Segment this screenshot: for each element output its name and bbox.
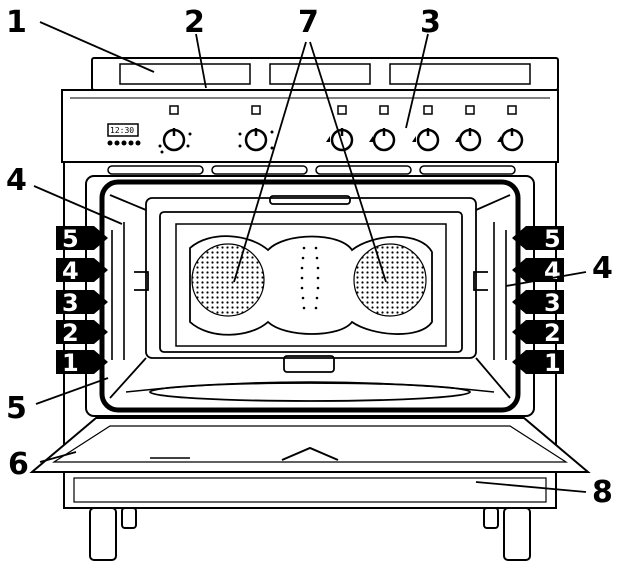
callout-6: 6 (8, 447, 29, 482)
fan-grille-icon (353, 243, 427, 317)
knob-icon[interactable] (458, 128, 482, 152)
oven-door (29, 417, 591, 473)
callout-1: 1 (6, 5, 27, 40)
knob-symbol-icons (169, 105, 517, 115)
rack-labels-left: 5 4 321 (56, 225, 108, 377)
knob-marks (158, 130, 501, 154)
cooktop (91, 57, 559, 91)
rack-level-number: 4 (62, 257, 79, 285)
knob-icon[interactable] (500, 128, 524, 152)
rack-level-tag-icon: 1 (512, 349, 564, 377)
rack-level-number: 3 (544, 289, 561, 317)
clock-buttons[interactable] (107, 140, 141, 146)
rack-level-number: 3 (62, 289, 79, 317)
knob-icon[interactable] (162, 128, 186, 152)
oven-feet (89, 507, 531, 561)
knob-icon[interactable] (416, 128, 440, 152)
storage-drawer (63, 471, 557, 509)
callout-2: 2 (184, 5, 205, 40)
callout-4-right: 4 (592, 251, 613, 286)
rack-level-number: 1 (62, 349, 79, 377)
rack-level-tag-icon: 2 (56, 319, 108, 347)
control-panel: 12:30 (61, 89, 559, 163)
knob-icon[interactable] (372, 128, 396, 152)
rack-level-tag-icon: 1 (56, 349, 108, 377)
rack-level-number: 5 (62, 225, 79, 253)
rack-level-tag-icon: 3 (56, 289, 108, 317)
rack-level-tag-icon: 4 (56, 257, 108, 285)
center-perforation (300, 246, 320, 310)
rack-level-number: 5 (544, 225, 561, 253)
vent-slots (107, 165, 516, 175)
callout-7: 7 (298, 5, 319, 40)
knob-icon[interactable] (330, 128, 354, 152)
oven-cavity (109, 194, 511, 402)
rack-level-tag-icon: 5 (56, 225, 108, 253)
callout-3: 3 (420, 5, 441, 40)
rack-level-tag-icon: 3 (512, 289, 564, 317)
rack-level-tag-icon: 5 (512, 225, 564, 253)
knob-icon[interactable] (244, 128, 268, 152)
leader-lines (33, 21, 587, 493)
callout-5: 5 (6, 391, 27, 426)
callout-4-left: 4 (6, 163, 27, 198)
clock-display-text: 12:30 (110, 126, 134, 135)
rack-labels-right: 5 4 321 (512, 225, 564, 377)
rack-level-number: 4 (544, 257, 561, 285)
callout-8: 8 (592, 475, 613, 510)
rack-level-number: 2 (62, 319, 79, 347)
rack-level-number: 1 (544, 349, 561, 377)
rack-level-number: 2 (544, 319, 561, 347)
clock-display (107, 123, 139, 137)
rack-level-tag-icon: 2 (512, 319, 564, 347)
fan-grille-icon (191, 243, 265, 317)
side-rack-wires (111, 222, 507, 360)
